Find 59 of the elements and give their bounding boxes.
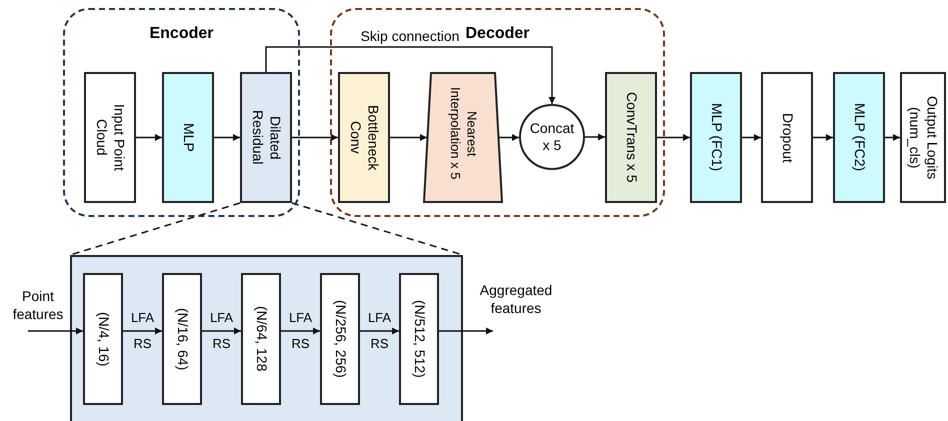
process-block	[338, 72, 390, 203]
arrow	[360, 328, 399, 334]
edge-label: LFA RS	[288, 309, 314, 353]
process-block	[241, 273, 281, 405]
block-label: (N/512, 512)	[410, 300, 428, 378]
arrow	[136, 134, 162, 141]
block-label: (N/256, 256)	[332, 300, 349, 378]
process-block	[320, 273, 360, 405]
feature-label: Aggregated features	[478, 282, 554, 317]
process-block	[84, 72, 136, 203]
block-label: Output Logits (num_cls)	[906, 94, 940, 182]
arrow	[202, 328, 241, 334]
process-block	[162, 273, 202, 405]
group-frame	[63, 8, 300, 217]
process-block	[761, 72, 813, 203]
process-block	[605, 72, 657, 203]
arrow	[885, 134, 900, 141]
block-label: Bottleneck Conv	[347, 104, 382, 172]
block-label: MLP	[180, 123, 197, 152]
process-block	[833, 72, 885, 203]
block-label: (N/64, 128	[252, 306, 270, 372]
block-label: Nearest Interpolation x 5	[447, 86, 480, 182]
detail-panel	[70, 255, 463, 421]
block-label: Dropout	[778, 112, 796, 162]
block-label: (N/16, 64)	[174, 308, 191, 370]
process-block	[900, 72, 946, 203]
edge-label: LFA RS	[130, 309, 156, 353]
arrow	[585, 134, 605, 140]
block-label: ConvTrans x 5	[622, 92, 640, 183]
process-block	[240, 72, 292, 203]
process-block	[399, 273, 439, 405]
block-label: Input Point Cloud	[93, 103, 128, 173]
arrow	[214, 134, 240, 141]
arrow	[813, 134, 833, 141]
block-label: (N/4, 16)	[94, 312, 112, 366]
feature-label: Point features	[12, 288, 64, 323]
group-title: Decoder	[465, 24, 530, 44]
group-title: Encoder	[149, 24, 214, 44]
arrow	[292, 134, 338, 141]
arrow	[28, 328, 83, 334]
block-label: MLP (FC2)	[850, 103, 868, 172]
edge-label: LFA RS	[208, 309, 234, 353]
arrow	[439, 328, 493, 334]
arrow	[123, 328, 162, 334]
group-frame	[330, 8, 665, 217]
edge-label: Skip connection	[360, 29, 460, 43]
arrow	[499, 134, 519, 141]
process-block	[690, 72, 742, 203]
edge-label: LFA RS	[366, 309, 392, 353]
arrow	[390, 134, 427, 141]
circle-label: Concat x 5	[528, 120, 576, 154]
arrow	[265, 46, 556, 104]
process-block	[162, 72, 214, 203]
arrow	[281, 328, 320, 334]
block-label: Dilated Residual	[249, 109, 284, 167]
process-block	[83, 273, 123, 405]
block-label: MLP (FC1)	[708, 103, 725, 172]
arrow	[742, 134, 761, 141]
arrow	[657, 134, 690, 141]
